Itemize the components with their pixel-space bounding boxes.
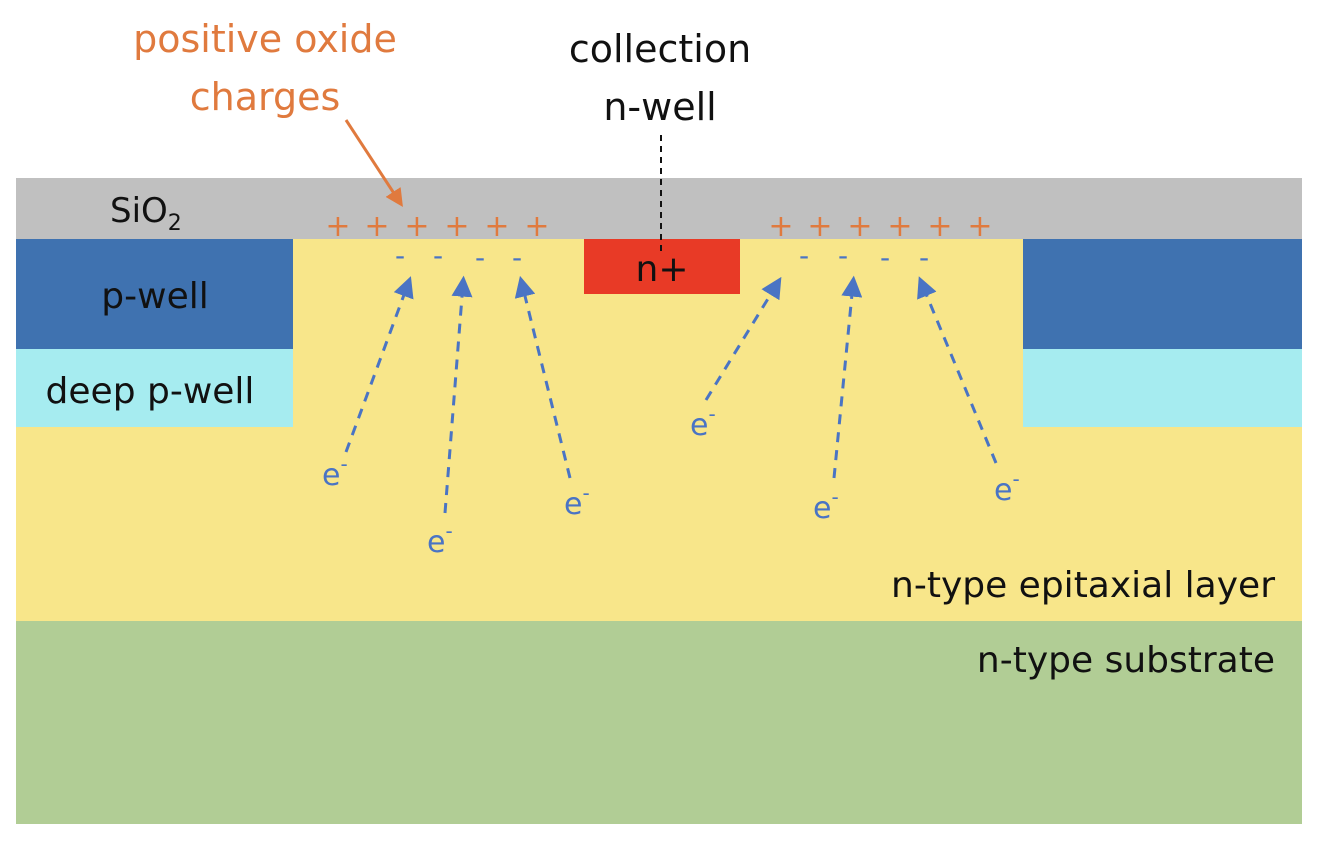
plus-charge: + — [404, 209, 429, 244]
electron-superscript: - — [582, 481, 589, 505]
electron-arrow — [344, 276, 414, 453]
oxide-charge-pointer-arrow — [344, 119, 403, 208]
minus-charge: - — [512, 241, 522, 274]
electron-symbol: e — [690, 408, 708, 443]
sio2-label-main: SiO — [110, 191, 168, 231]
minus-charge: - — [475, 241, 485, 274]
electron-arrow — [704, 276, 782, 401]
electron-symbol: e — [994, 473, 1012, 508]
collection-label-line2: n-well — [603, 85, 716, 129]
epitaxial-layer-label: n-type epitaxial layer — [891, 565, 1275, 606]
electron-label: e- — [322, 452, 348, 493]
oxide-layer — [16, 178, 1302, 239]
electron-arrow — [832, 275, 863, 479]
electron-drift-arrows — [344, 275, 998, 514]
plus-charge: + — [927, 209, 952, 244]
electron-label: e- — [690, 402, 716, 443]
minus-charge: - — [395, 239, 405, 272]
plus-charge: + — [484, 209, 509, 244]
electron-symbol: e — [564, 487, 582, 522]
electron-label: e- — [994, 467, 1020, 508]
sio2-label: SiO2 — [110, 191, 182, 236]
minus-charge: - — [838, 239, 848, 272]
p-well-left — [16, 239, 293, 349]
electron-superscript: - — [445, 519, 452, 543]
electron-label: e- — [813, 485, 839, 526]
p-well-right — [1023, 239, 1302, 349]
substrate-layer — [16, 621, 1302, 824]
plus-charge: + — [967, 209, 992, 244]
p-well-label: p-well — [101, 276, 208, 317]
electron-arrow — [443, 275, 473, 514]
electron-symbol: e — [322, 458, 340, 493]
oxide-charge-label-line2: charges — [190, 75, 341, 119]
minus-charge: - — [880, 241, 890, 274]
negative-charges-right: - - - - — [799, 239, 929, 274]
electron-symbol: e — [427, 525, 445, 560]
deep-p-well-label: deep p-well — [46, 371, 255, 412]
plus-charge: + — [807, 209, 832, 244]
electron-superscript: - — [831, 485, 838, 509]
oxide-charge-label-line1: positive oxide — [133, 17, 397, 61]
plus-charge: + — [325, 209, 350, 244]
electron-superscript: - — [1012, 467, 1019, 491]
plus-charge: + — [524, 209, 549, 244]
electron-label: e- — [564, 481, 590, 522]
sio2-label-subscript: 2 — [168, 211, 182, 236]
deep-p-well-right — [1023, 349, 1302, 427]
electron-superscript: - — [708, 402, 715, 426]
plus-charge: + — [444, 209, 469, 244]
electron-arrow — [917, 276, 998, 464]
minus-charge: - — [433, 239, 443, 272]
electron-labels: e- e- e- e- e- e- — [322, 402, 1020, 560]
electron-label: e- — [427, 519, 453, 560]
plus-charge: + — [364, 209, 389, 244]
positive-charges-left: + + + + + + — [325, 209, 549, 244]
n-plus-label: n+ — [636, 249, 689, 290]
minus-charge: - — [919, 241, 929, 274]
plus-charge: + — [847, 209, 872, 244]
electron-superscript: - — [340, 452, 347, 476]
electron-symbol: e — [813, 491, 831, 526]
deep-p-well-left — [16, 349, 293, 427]
electron-arrow — [514, 275, 572, 479]
substrate-label: n-type substrate — [977, 640, 1275, 681]
plus-charge: + — [887, 209, 912, 244]
negative-charges-left: - - - - — [395, 239, 522, 274]
collection-label-line1: collection — [569, 27, 751, 71]
plus-charge: + — [768, 209, 793, 244]
positive-charges-right: + + + + + + — [768, 209, 992, 244]
minus-charge: - — [799, 239, 809, 272]
